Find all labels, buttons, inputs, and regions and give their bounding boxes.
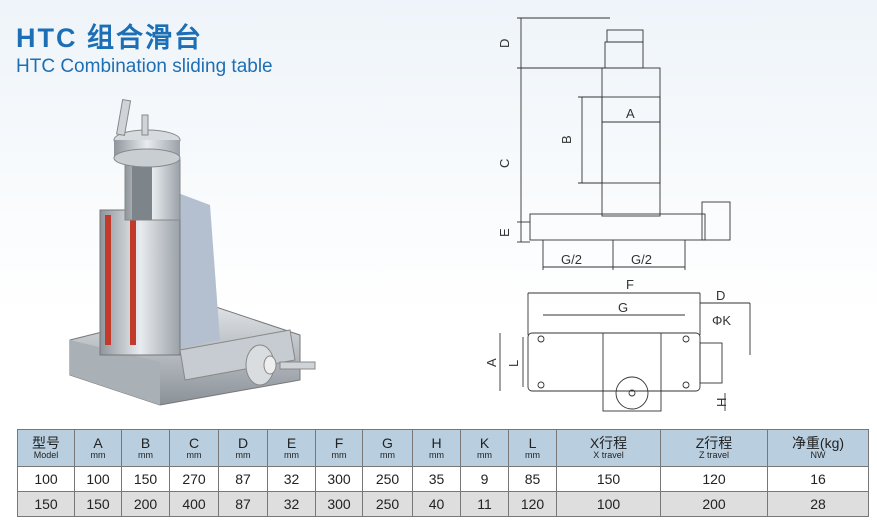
front-view-drawing: D C B A E G/2 G/2 (497, 17, 731, 270)
header-main: X行程 (589, 434, 628, 451)
header-sub: mm (90, 449, 106, 460)
header-sub: Z travel (698, 449, 729, 460)
top-view-drawing: F G D ΦK A L H (484, 277, 751, 412)
table-cell: 150 (74, 491, 122, 517)
table-cell: 250 (362, 466, 413, 492)
header-sub: mm (284, 449, 299, 460)
table-cell: 150 (17, 491, 75, 517)
label-G-half-1: G/2 (561, 252, 582, 267)
label-L: L (506, 360, 521, 367)
title-chinese: HTC 组合滑台 (16, 23, 203, 53)
table-cell: 9 (460, 466, 509, 492)
title-english: HTC Combination sliding table (16, 56, 273, 77)
table-cell: 200 (121, 491, 170, 517)
header-main: A (93, 434, 103, 451)
label-H: H (714, 398, 729, 407)
table-cell: 100 (17, 466, 75, 492)
table-cell: 250 (362, 491, 413, 517)
table-cell: 200 (660, 491, 768, 517)
label-D: D (497, 39, 512, 48)
header-sub: mm (331, 449, 347, 460)
header-main: C (188, 434, 200, 451)
header-main: 型号 (32, 434, 60, 451)
table-cell: 35 (412, 466, 461, 492)
header-sub: mm (380, 449, 395, 460)
label-E: E (497, 228, 512, 237)
table-cell: 150 (121, 466, 170, 492)
header-sub: mm (138, 449, 153, 460)
label-A: A (626, 106, 635, 121)
column-header: 净重(kg)NW (767, 429, 869, 467)
table-cell: 16 (767, 466, 869, 492)
header-sub: Model (33, 449, 59, 460)
label-C: C (497, 159, 512, 168)
header-main: D (237, 434, 249, 451)
header-main: 净重(kg) (791, 434, 845, 451)
header-main: F (334, 434, 344, 451)
header-main: E (286, 434, 297, 451)
header-main: G (382, 434, 393, 451)
table-cell: 85 (508, 466, 557, 492)
label-B: B (559, 135, 574, 144)
label-G: G (618, 300, 628, 315)
table-cell: 32 (267, 466, 316, 492)
label-F: F (626, 277, 634, 292)
header-main: B (140, 434, 151, 451)
product-photo (69, 98, 316, 406)
label-G-half-2: G/2 (631, 252, 652, 267)
label-A-top: A (484, 358, 499, 367)
header-sub: mm (477, 449, 492, 460)
table-cell: 100 (556, 491, 661, 517)
label-D-top: D (716, 288, 725, 303)
table-cell: 87 (218, 491, 268, 517)
header-sub: mm (235, 449, 251, 460)
header-sub: NW (810, 449, 826, 460)
table-cell: 150 (556, 466, 661, 492)
header-main: K (479, 434, 490, 451)
header-sub: mm (429, 449, 444, 460)
table-cell: 120 (508, 491, 557, 517)
table-cell: 28 (767, 491, 869, 517)
table-cell: 270 (169, 466, 219, 492)
table-cell: 300 (315, 491, 363, 517)
label-K: ΦK (712, 313, 731, 328)
table-cell: 100 (74, 466, 122, 492)
header-main: L (528, 434, 537, 451)
header-main: Z行程 (695, 434, 733, 451)
table-cell: 300 (315, 466, 363, 492)
table-cell: 11 (460, 491, 509, 517)
header-sub: X travel (593, 449, 624, 460)
table-cell: 32 (267, 491, 316, 517)
table-cell: 120 (660, 466, 768, 492)
header-sub: mm (525, 449, 540, 460)
table-cell: 87 (218, 466, 268, 492)
table-cell: 40 (412, 491, 461, 517)
table-cell: 400 (169, 491, 219, 517)
header-main: H (431, 434, 442, 451)
header-sub: mm (186, 449, 202, 460)
